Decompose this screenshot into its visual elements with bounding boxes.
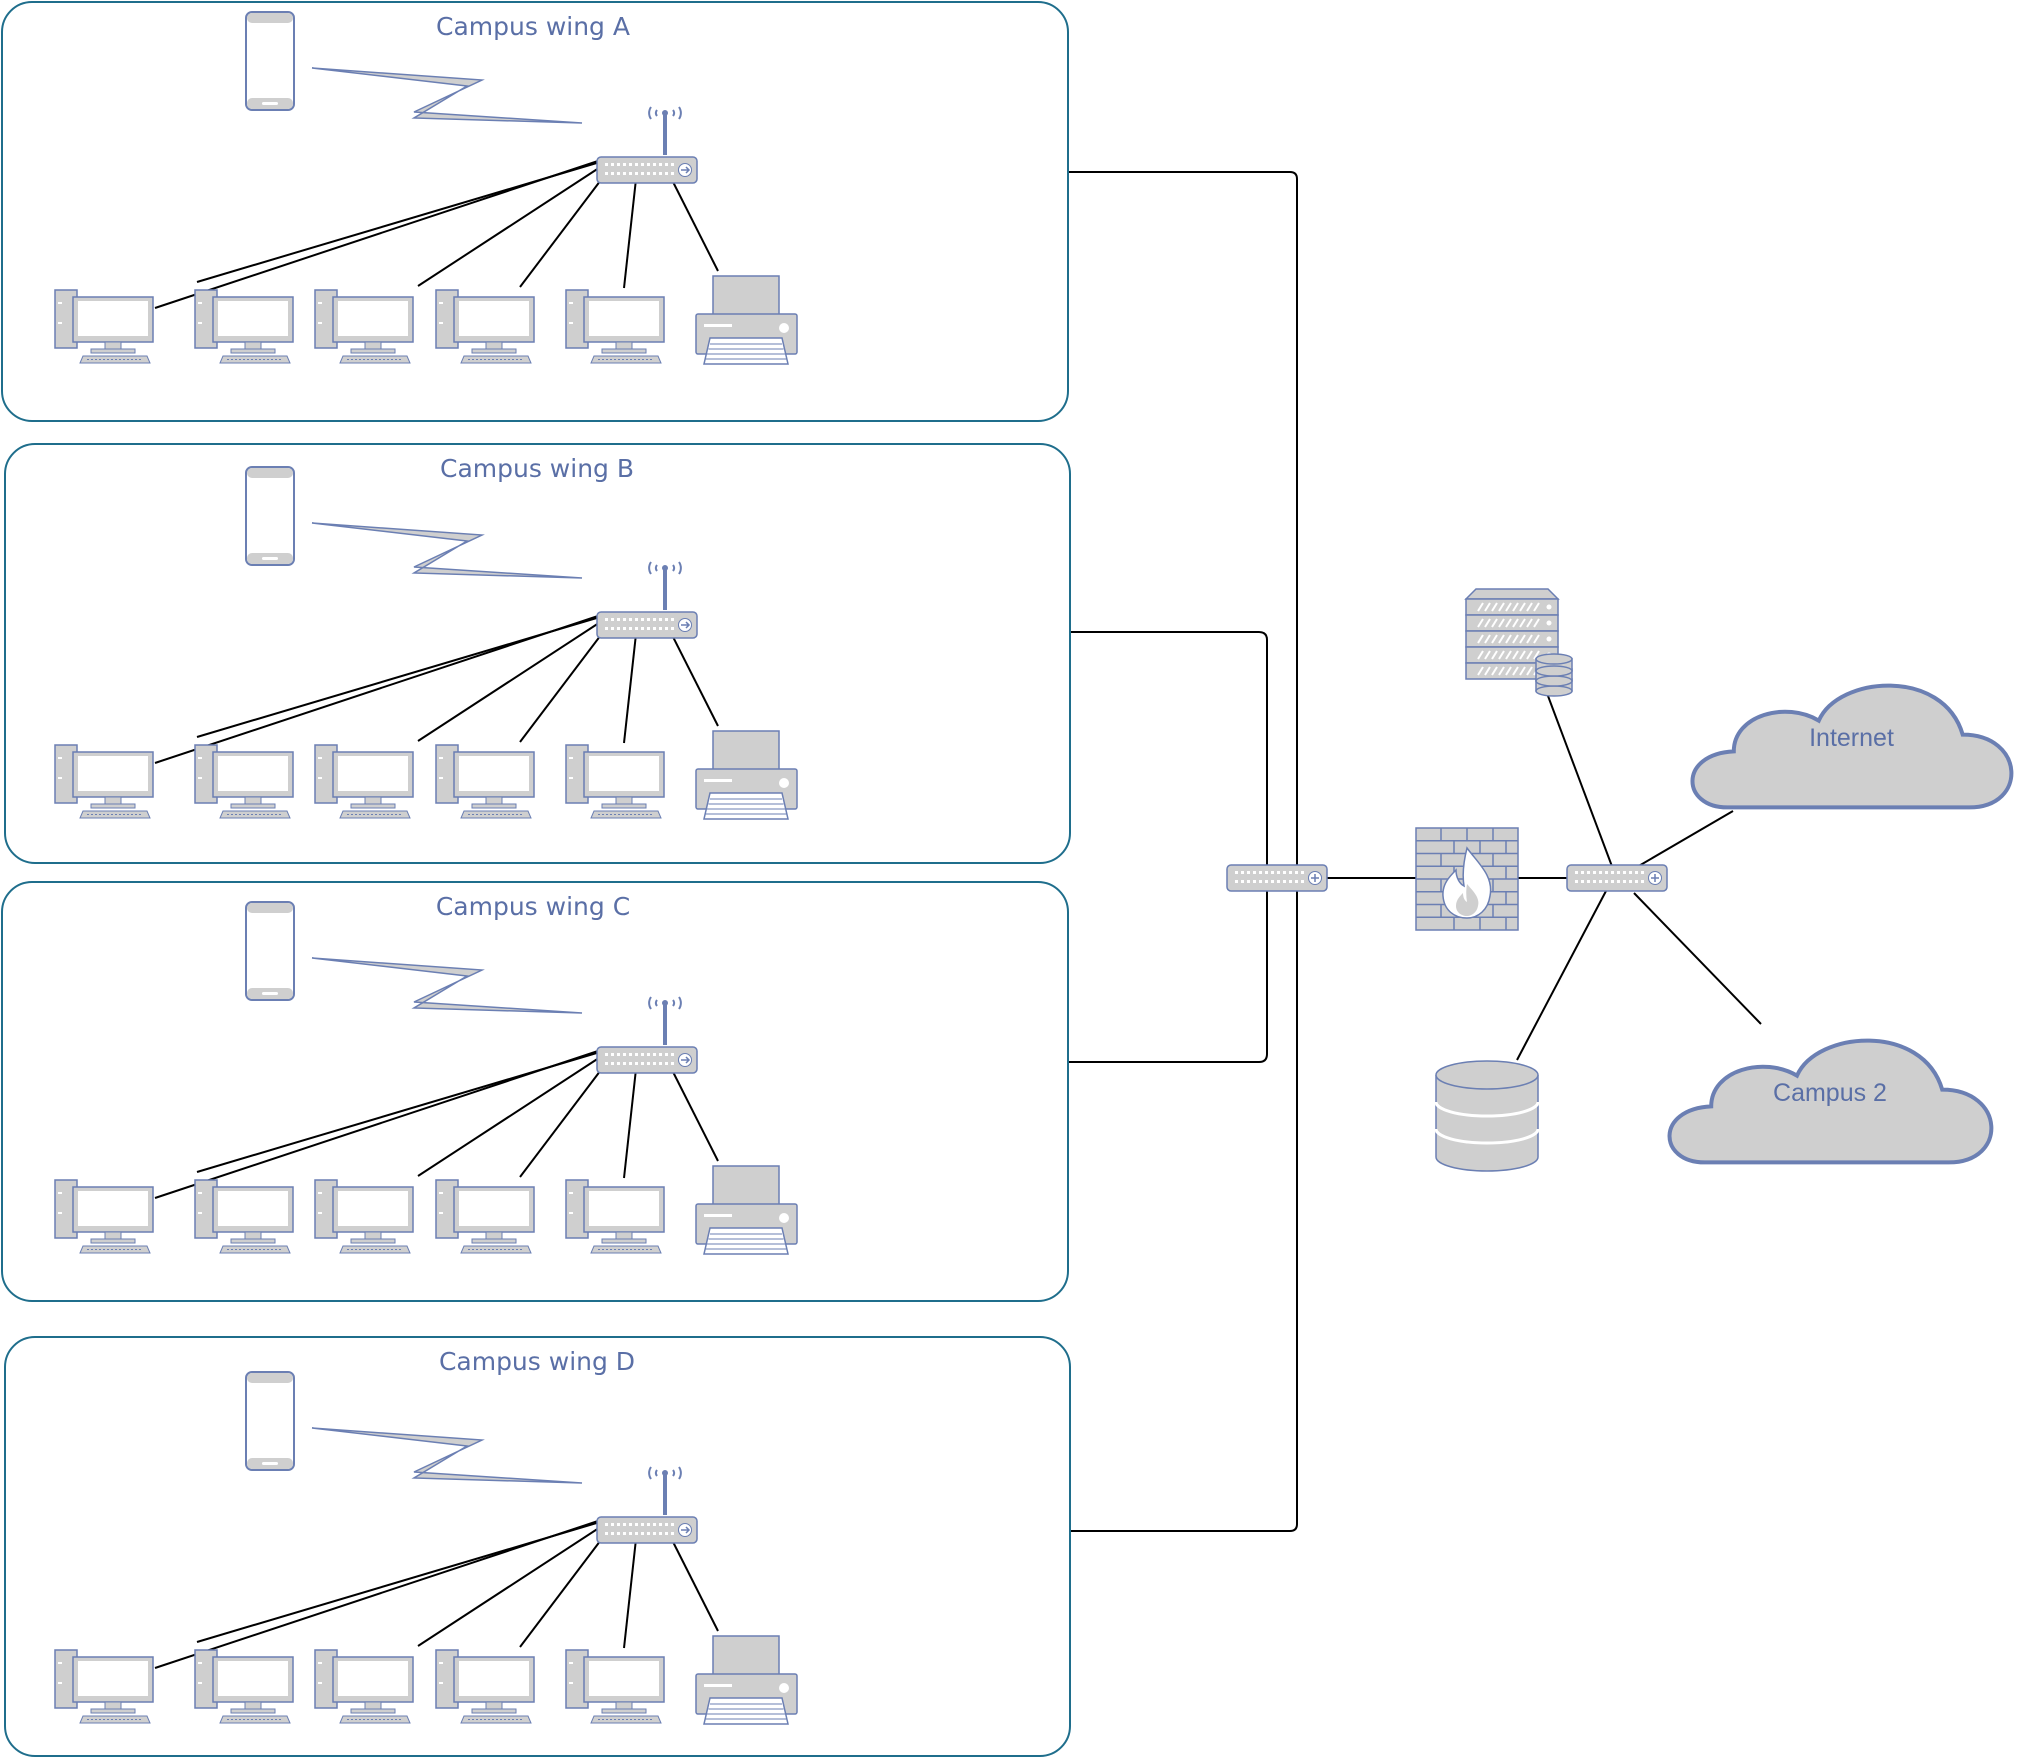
network-link [623, 1529, 638, 1649]
wing-frame [4, 443, 1071, 864]
campus-wing-c: Campus wing C [1, 881, 1069, 1302]
wing-frame [4, 1336, 1071, 1757]
printer-icon [695, 275, 798, 365]
network-link [1544, 687, 1614, 870]
printer-icon [695, 1165, 798, 1255]
router-icon [1566, 864, 1668, 892]
wing-frame [1, 1, 1069, 422]
computer-icon [565, 744, 665, 819]
smartphone-icon [245, 466, 295, 566]
network-link [666, 169, 719, 272]
wing-title: Campus wing D [439, 1347, 635, 1376]
network-link [666, 1529, 719, 1632]
network-link [196, 161, 601, 283]
smartphone-icon [245, 901, 295, 1001]
network-link [623, 624, 638, 744]
campus-wing-a: Campus wing A [1, 1, 1069, 422]
campus-wings: Campus wing A Campus wing B Campus wing C C… [1, 1, 1071, 1757]
network-link [519, 1057, 611, 1178]
network-links [697, 171, 1762, 1532]
network-link [196, 1521, 601, 1643]
wireless-signal-icon [311, 522, 583, 579]
computer-icon [314, 744, 414, 819]
computer-icon [194, 1179, 294, 1254]
printer-icon [695, 1635, 798, 1725]
backbone-link-a-d [697, 171, 1298, 1532]
network-link [623, 1059, 638, 1179]
firewall-icon [1415, 827, 1519, 931]
network-link [1636, 810, 1734, 868]
wireless-router-icon [596, 106, 698, 184]
network-link [417, 1523, 606, 1647]
cloud-label: Campus 2 [1773, 1079, 1887, 1107]
network-link [196, 616, 601, 738]
database-server-icon [1464, 588, 1573, 697]
computer-icon [194, 744, 294, 819]
backbone-link-b-c [697, 631, 1268, 1063]
cloud-internet: Internet [1690, 683, 2014, 810]
wireless-signal-icon [311, 67, 583, 124]
computer-icon [435, 289, 535, 364]
computer-icon [314, 289, 414, 364]
switch-icon [1226, 864, 1328, 892]
campus-wing-b: Campus wing B [4, 443, 1071, 864]
campus-wing-d: Campus wing D [4, 1336, 1071, 1757]
network-link [519, 622, 611, 743]
computer-icon [435, 744, 535, 819]
computer-icon [194, 289, 294, 364]
network-link [666, 1059, 719, 1162]
cloud-label: Internet [1809, 724, 1894, 752]
network-link [417, 163, 606, 287]
wireless-router-icon [596, 561, 698, 639]
wireless-signal-icon [311, 957, 583, 1014]
wing-title: Campus wing B [440, 454, 634, 483]
computer-icon [565, 289, 665, 364]
computer-icon [435, 1179, 535, 1254]
network-link [519, 167, 611, 288]
computer-icon [435, 1649, 535, 1724]
network-link [196, 1051, 601, 1173]
network-link [623, 169, 638, 289]
network-link [417, 618, 606, 742]
computer-icon [314, 1179, 414, 1254]
printer-icon [695, 730, 798, 820]
computer-icon [314, 1649, 414, 1724]
network-link [1633, 892, 1762, 1025]
smartphone-icon [245, 11, 295, 111]
cloud-campus-2: Campus 2 [1667, 1038, 1994, 1165]
smartphone-icon [245, 1371, 295, 1471]
wireless-signal-icon [311, 1427, 583, 1484]
wing-title: Campus wing C [436, 892, 630, 921]
database-icon [1434, 1060, 1540, 1172]
network-link [417, 1053, 606, 1177]
computer-icon [54, 744, 154, 819]
computer-icon [565, 1649, 665, 1724]
wing-title: Campus wing A [436, 12, 630, 41]
wireless-router-icon [596, 1466, 698, 1544]
computer-icon [194, 1649, 294, 1724]
network-link [666, 624, 719, 727]
computer-icon [565, 1179, 665, 1254]
network-link [519, 1527, 611, 1648]
computer-icon [54, 1179, 154, 1254]
computer-icon [54, 1649, 154, 1724]
wireless-router-icon [596, 996, 698, 1074]
computer-icon [54, 289, 154, 364]
network-link [1516, 890, 1607, 1061]
wing-frame [1, 881, 1069, 1302]
